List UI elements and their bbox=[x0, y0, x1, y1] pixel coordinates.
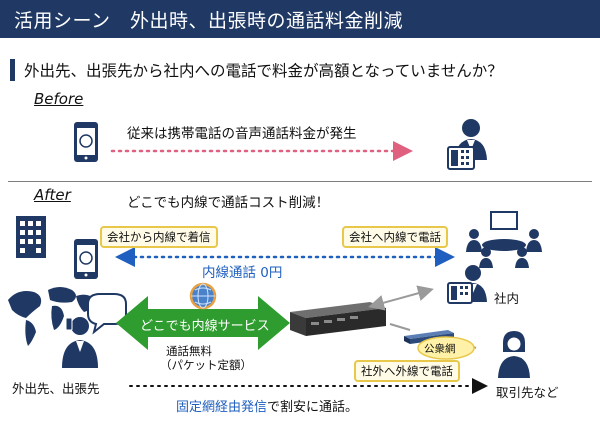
before-label: Before bbox=[34, 90, 84, 108]
office-worker-icon bbox=[455, 119, 487, 160]
businessman-icon bbox=[62, 317, 98, 368]
globe-icon bbox=[189, 282, 217, 310]
smartphone-icon bbox=[74, 122, 98, 162]
before-description: 従来は携帯電話の音声通話料金が発生 bbox=[127, 126, 357, 142]
origin-label: 外出先、出張先 bbox=[12, 381, 100, 396]
free-call-label: 通話無料 bbox=[166, 344, 212, 358]
bottom-note-rest: で割安に通話。 bbox=[267, 400, 359, 415]
public-network-label: 公衆網 bbox=[424, 343, 456, 355]
world-map-icon bbox=[8, 287, 96, 346]
desk-phone-icon bbox=[447, 282, 473, 304]
question-text: 外出先、出張先から社内への電話で料金が高額となっていませんか？ bbox=[24, 62, 503, 80]
after-label: After bbox=[34, 186, 71, 204]
server-icon bbox=[290, 302, 386, 336]
tag-outgoing-call: 会社へ内線で電話 bbox=[342, 226, 448, 248]
server-router-line bbox=[389, 323, 411, 331]
office-label: 社内 bbox=[494, 291, 520, 306]
packet-note-label: （パケット定額） bbox=[160, 358, 252, 372]
page-title: 活用シーン 外出時、出張時の通話料金削減 bbox=[14, 10, 404, 32]
extension-call-cost: 内線通話 0円 bbox=[202, 265, 283, 281]
service-double-arrow bbox=[116, 296, 290, 350]
building-icon bbox=[16, 216, 46, 258]
after-headline: どこでも内線で通話コスト削減！ bbox=[127, 195, 330, 211]
header-bar bbox=[0, 0, 600, 38]
destination-label: 取引先など bbox=[496, 385, 559, 400]
bottom-note-highlight: 固定網経由発信 bbox=[176, 400, 268, 415]
question-marker bbox=[10, 59, 15, 81]
meeting-room-icon bbox=[466, 211, 542, 268]
speech-bubble-icon bbox=[87, 293, 127, 335]
tag-incoming-call: 会社から内線で着信 bbox=[100, 226, 218, 248]
desk-phone-icon bbox=[447, 146, 475, 170]
tag-outside-call: 社外へ外線で電話 bbox=[354, 360, 460, 382]
public-network-cloud bbox=[417, 336, 475, 360]
businesswoman-icon bbox=[498, 331, 530, 378]
service-arrow-label: どこでも内線サービス bbox=[140, 319, 270, 334]
section-divider bbox=[8, 181, 592, 182]
bottom-note: 固定網経由発信で割安に通話。 bbox=[176, 396, 358, 415]
server-office-arrow bbox=[368, 285, 434, 311]
smartphone-icon bbox=[74, 239, 98, 279]
